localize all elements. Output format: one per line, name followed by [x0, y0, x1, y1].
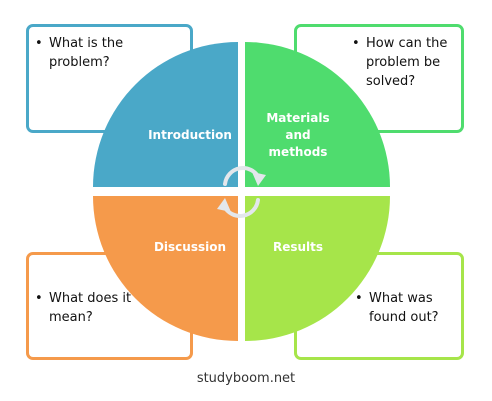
arrow-head-right-icon — [252, 172, 266, 186]
label-introduction: Introduction — [148, 128, 232, 142]
bullet-icon: • — [35, 36, 43, 51]
label-discussion: Discussion — [153, 240, 227, 254]
label-materials-and-methods: Materials and methods — [266, 111, 330, 159]
question-text-materials: •How can the problem be solved? — [352, 36, 448, 89]
quadrant-introduction — [93, 42, 238, 187]
question-text-discussion: •What does it mean? — [35, 291, 132, 325]
bullet-icon: • — [355, 291, 363, 306]
arrow-head-left-icon — [217, 198, 231, 212]
quadrant-materials — [245, 42, 390, 187]
question-text-introduction: •What is the problem? — [35, 36, 124, 70]
source-credit: studyboom.net — [196, 371, 296, 386]
quadrant-discussion — [93, 196, 238, 341]
bullet-icon: • — [35, 291, 43, 306]
question-text-results: •What was found out? — [355, 291, 439, 325]
bullet-icon: • — [352, 36, 360, 51]
label-results: Results — [272, 240, 324, 254]
quadrant-results — [245, 196, 390, 341]
